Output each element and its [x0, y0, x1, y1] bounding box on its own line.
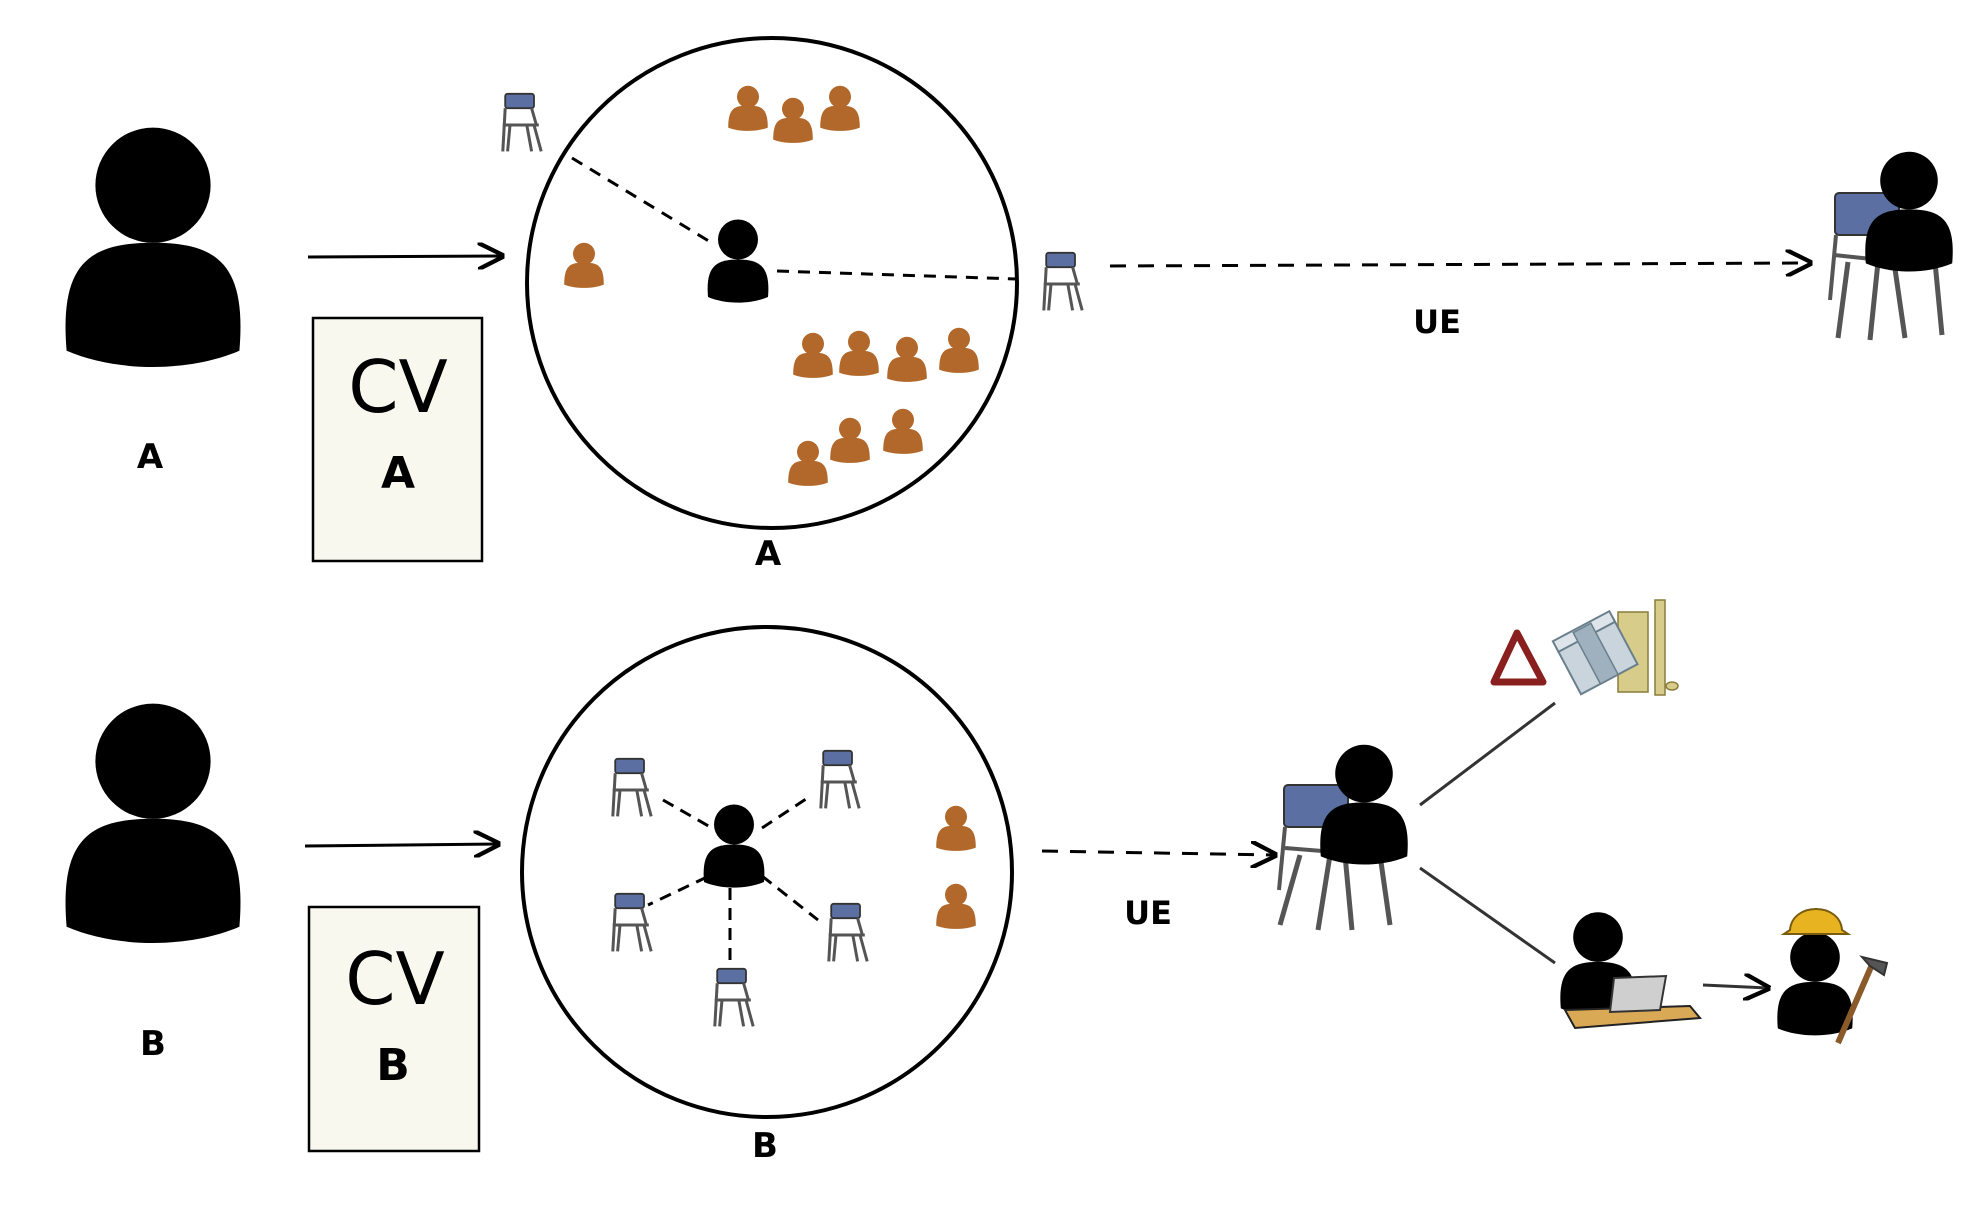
peer-person-icon [936, 883, 976, 929]
construction-worker-icon [1777, 908, 1889, 1045]
warning-triangle-icon [1490, 629, 1547, 686]
tie-line [571, 156, 713, 245]
tie-line [761, 793, 813, 830]
person-label-b: B [140, 1024, 166, 1064]
cv-title-a: CV [348, 345, 448, 429]
chair-icon [1042, 251, 1084, 312]
chair-icon [501, 92, 543, 153]
network-circle-b [520, 625, 1014, 1119]
chair-icon [611, 892, 653, 953]
tie-line [662, 798, 713, 830]
person-label-a: A [137, 437, 164, 477]
chair-icon [819, 749, 861, 810]
peer-person-icon [939, 327, 979, 373]
career-arrow [1702, 985, 1768, 988]
peer-person-icon [887, 336, 927, 382]
peer-person-icon [936, 805, 976, 851]
ue-label-b: UE [1124, 894, 1172, 932]
ue-label-a: UE [1413, 303, 1461, 341]
person-icon [65, 703, 241, 943]
apply-arrow-b [304, 844, 498, 846]
peer-person-icon [564, 242, 604, 288]
center-person-icon [703, 804, 765, 888]
seated-person-icon [1277, 744, 1408, 931]
peer-person-icon [883, 408, 923, 454]
cv-document-icon: CV A [311, 316, 484, 563]
tie-line [776, 269, 1018, 281]
chair-icon [611, 757, 653, 818]
apply-arrow-a [307, 256, 502, 257]
ue-arrow-a [1109, 263, 1810, 266]
peer-person-icon [839, 330, 879, 376]
tie-line [647, 875, 708, 907]
chair-icon [827, 902, 869, 963]
branch-line-down [1419, 866, 1556, 965]
peer-person-icon [728, 85, 768, 131]
cv-document-icon: CV B [307, 905, 481, 1153]
cv-letter-b: B [376, 1040, 410, 1091]
cv-title-b: CV [345, 937, 445, 1021]
branch-line-up [1419, 701, 1556, 807]
ue-arrow-b [1041, 851, 1275, 855]
money-stack-icon [1551, 599, 1679, 696]
peer-person-icon [773, 97, 813, 143]
peer-person-icon [793, 332, 833, 378]
person-icon [65, 127, 241, 367]
cv-letter-a: A [381, 448, 415, 499]
peer-person-icon [830, 417, 870, 463]
peer-person-icon [788, 440, 828, 486]
chair-icon [713, 967, 755, 1028]
peer-person-icon [820, 85, 860, 131]
network-label-b: B [752, 1126, 778, 1166]
tie-line [761, 874, 819, 922]
network-label-a: A [755, 534, 782, 574]
center-person-icon [707, 219, 769, 303]
network-circle-a [525, 36, 1019, 530]
worker-laptop-icon [1560, 912, 1703, 1030]
seated-person-icon [1828, 151, 1953, 341]
